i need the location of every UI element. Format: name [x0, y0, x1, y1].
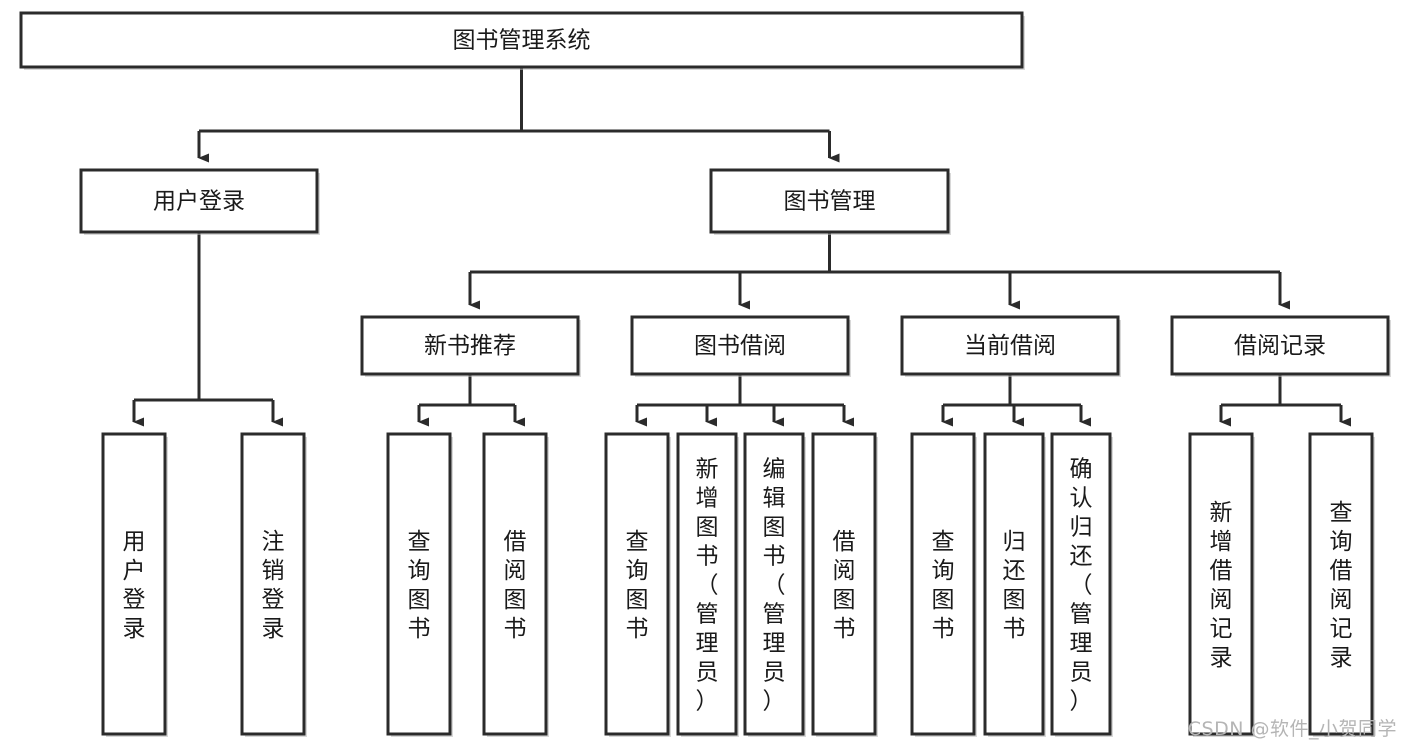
node-label: 借阅图书 — [833, 529, 856, 642]
node-box[interactable] — [386, 432, 452, 736]
edge-group-borrow-record — [1219, 374, 1351, 427]
node-label: 编辑图书（管理员） — [763, 457, 786, 715]
node-box[interactable] — [676, 432, 738, 736]
node-leaf-bb-borrow[interactable]: 借阅图书 — [811, 432, 878, 737]
node-label: 借阅记录 — [1234, 333, 1326, 359]
node-box[interactable] — [743, 432, 805, 736]
node-leaf-br-query[interactable]: 查询借阅记录 — [1308, 432, 1375, 737]
edge-group-current-borrow — [941, 374, 1091, 427]
node-box[interactable] — [1188, 432, 1254, 736]
node-borrow-record[interactable]: 借阅记录 — [1170, 315, 1391, 377]
node-box[interactable] — [101, 432, 167, 736]
node-leaf-cb-query[interactable]: 查询图书 — [910, 432, 977, 737]
node-user-login[interactable]: 用户登录 — [79, 168, 320, 235]
node-leaf-cb-return[interactable]: 归还图书 — [983, 432, 1046, 737]
node-label: 新增图书（管理员） — [696, 457, 719, 715]
edge-group-new-book-rec — [417, 374, 525, 427]
node-current-borrow[interactable]: 当前借阅 — [900, 315, 1121, 377]
node-leaf-rec-query[interactable]: 查询图书 — [386, 432, 453, 737]
node-label: 图书管理 — [784, 189, 876, 215]
node-box[interactable] — [482, 432, 548, 736]
watermark-label: CSDN @软件_小贺同学 — [1187, 718, 1397, 740]
node-label: 用户登录 — [153, 189, 245, 215]
node-leaf-bb-query[interactable]: 查询图书 — [604, 432, 671, 737]
edge-group-user-login — [132, 232, 283, 427]
node-box[interactable] — [811, 432, 877, 736]
node-label: 图书管理系统 — [453, 28, 591, 54]
node-label: 确认归还（管理员） — [1070, 457, 1093, 715]
node-label: 查询图书 — [408, 529, 431, 642]
node-box[interactable] — [910, 432, 976, 736]
node-leaf-user-login[interactable]: 用户登录 — [101, 432, 168, 737]
node-box[interactable] — [240, 432, 306, 736]
node-leaf-bb-add[interactable]: 新增图书（管理员） — [676, 432, 739, 737]
node-leaf-bb-edit[interactable]: 编辑图书（管理员） — [743, 432, 806, 737]
edge-group-root — [197, 67, 840, 163]
node-box[interactable] — [983, 432, 1045, 736]
node-box[interactable] — [604, 432, 670, 736]
node-leaf-user-logout[interactable]: 注销登录 — [240, 432, 307, 737]
node-book-borrow[interactable]: 图书借阅 — [630, 315, 851, 377]
node-label: 归还图书 — [1003, 529, 1026, 642]
node-box[interactable] — [709, 168, 950, 234]
node-label: 新书推荐 — [424, 333, 516, 359]
node-label: 查询借阅记录 — [1330, 500, 1353, 671]
node-leaf-cb-confirm[interactable]: 确认归还（管理员） — [1050, 432, 1113, 737]
node-box[interactable] — [19, 11, 1024, 69]
node-leaf-br-add[interactable]: 新增借阅记录 — [1188, 432, 1255, 737]
node-box[interactable] — [1050, 432, 1112, 736]
node-box[interactable] — [360, 315, 580, 376]
node-label: 查询图书 — [626, 529, 649, 642]
edges-layer — [132, 67, 1351, 427]
node-label: 用户登录 — [123, 529, 146, 642]
node-box[interactable] — [1308, 432, 1374, 736]
nodes-layer: 图书管理系统用户登录图书管理新书推荐图书借阅当前借阅借阅记录用户登录注销登录查询… — [19, 11, 1391, 737]
node-book-manage[interactable]: 图书管理 — [709, 168, 951, 235]
edge-group-book-borrow — [635, 374, 854, 427]
node-new-book-rec[interactable]: 新书推荐 — [360, 315, 581, 377]
node-box[interactable] — [630, 315, 850, 376]
node-leaf-rec-borrow[interactable]: 借阅图书 — [482, 432, 549, 737]
node-label: 图书借阅 — [694, 333, 786, 359]
node-label: 新增借阅记录 — [1210, 500, 1233, 671]
node-label: 查询图书 — [932, 529, 955, 642]
node-label: 借阅图书 — [504, 529, 527, 642]
node-box[interactable] — [1170, 315, 1390, 376]
node-root[interactable]: 图书管理系统 — [19, 11, 1025, 70]
node-box[interactable] — [900, 315, 1120, 376]
node-label: 注销登录 — [262, 529, 285, 642]
node-label: 当前借阅 — [964, 333, 1056, 359]
edge-group-book-manage — [468, 232, 1290, 310]
node-box[interactable] — [79, 168, 319, 234]
